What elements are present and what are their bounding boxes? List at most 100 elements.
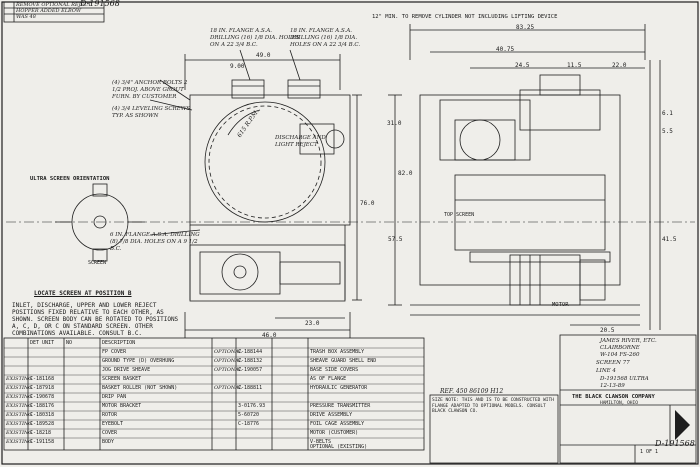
top-screen-label: TOP SCREEN bbox=[444, 212, 475, 218]
bom-row-desc: PRESSURE TRANSMITTER bbox=[310, 403, 371, 409]
discharge-note: DISCHARGE AND LIGHT REJECT bbox=[275, 135, 326, 148]
bom-row-qty: EXISTING bbox=[6, 394, 33, 400]
bom-row-item: C-189528 bbox=[30, 421, 55, 427]
dim-23: 23.0 bbox=[305, 320, 320, 327]
bom-row-qty: EXISTING bbox=[6, 439, 33, 445]
bom-row-qty: EXISTING bbox=[6, 376, 33, 382]
bom-row-item: C-18218 bbox=[30, 430, 52, 436]
bom-row-qty: EXISTING bbox=[6, 403, 33, 409]
dim-5-5: 5.5 bbox=[662, 128, 673, 135]
bom-row-desc: FP COVER bbox=[102, 349, 127, 355]
bom-row-desc: FOIL CAGE ASSEMBLY bbox=[310, 421, 365, 427]
position-note: LOCATE SCREEN AT POSITION B bbox=[34, 290, 132, 297]
company-name: THE BLACK CLAWSON COMPANY bbox=[572, 394, 655, 400]
bom-row-desc: DRIVE ASSEMBLY bbox=[310, 412, 353, 418]
title-line-2: CLAIRBORNE bbox=[600, 345, 640, 351]
min-remove-note: 12" MIN. TO REMOVE CYLINDER NOT INCLUDIN… bbox=[372, 14, 558, 20]
bom-header-no: NO bbox=[66, 340, 73, 346]
company-logo bbox=[675, 410, 690, 440]
bom-row-item: C-191158 bbox=[30, 439, 55, 445]
bom-row-item: C-190678 bbox=[30, 394, 55, 400]
bom-row-item: C-188811 bbox=[238, 385, 263, 391]
leveling-note: (4) 3/4 LEVELING SCREWS TYP. AS SHOWN bbox=[112, 106, 191, 119]
bom-row-desc: MOTOR (CUSTOMER) bbox=[310, 430, 359, 436]
bom-header-desc: DESCRIPTION bbox=[102, 340, 136, 346]
title-line-5: 12-13-89 bbox=[600, 383, 625, 389]
bom-row-qty: OPTIONAL bbox=[214, 367, 243, 373]
dim-11-5: 11.5 bbox=[567, 62, 582, 69]
dim-41-5: 41.5 bbox=[662, 236, 677, 243]
flange-18-note-a: 18 IN. FLANGE A.S.A. DRILLING (16) 1/8 D… bbox=[210, 28, 300, 48]
bom-row-desc: EYEBOLT bbox=[102, 421, 124, 427]
bom-row-qty: EXISTING bbox=[6, 430, 33, 436]
bom-header-unit: DET UNIT bbox=[30, 340, 55, 346]
dim-31: 31.0 bbox=[387, 120, 402, 127]
dim-24-5: 24.5 bbox=[515, 62, 530, 69]
bom-row-item: C-187918 bbox=[30, 385, 55, 391]
bom-row-item: C-188144 bbox=[238, 349, 263, 355]
bom-row-item: 3-0176.93 bbox=[238, 403, 266, 409]
revision-row-3: WAS 48 bbox=[16, 14, 36, 20]
bom-row-qty: EXISTING bbox=[6, 385, 33, 391]
bom-row-desc: TRASH BOX ASSEMBLY bbox=[310, 349, 365, 355]
title-line-3: W-104 FS-260 bbox=[600, 352, 640, 358]
bom-row-desc: SHEAVE GUARD SHELL END bbox=[310, 358, 377, 364]
bom-row-desc: MOTOR BRACKET bbox=[102, 403, 142, 409]
screen-label: SCREEN bbox=[88, 260, 107, 266]
dim-46: 46.0 bbox=[262, 332, 277, 339]
bom-row-qty: EXISTING bbox=[6, 421, 33, 427]
line-id: LINE 4 bbox=[596, 368, 616, 374]
bom-row-desc: AS OF FLANGE bbox=[310, 376, 347, 382]
bom-row-item: C-180318 bbox=[30, 412, 55, 418]
bom-row-item: C-190057 bbox=[238, 367, 263, 373]
bom-row-item: C-181168 bbox=[30, 376, 55, 382]
dim-76: 76.0 bbox=[360, 200, 375, 207]
bom-row-qty: OPTIONAL bbox=[214, 358, 243, 364]
dim-83-25: 83.25 bbox=[516, 24, 535, 31]
bom-row-desc: BASE SIDE COVERS bbox=[310, 367, 359, 373]
bom-row-desc: V-BELTS bbox=[310, 439, 332, 445]
bom-row-qty: OPTIONAL bbox=[214, 385, 243, 391]
flange-6-note: 6 IN. FLANGE A.S.A. DRILLING (8) 7/8 DIA… bbox=[110, 232, 200, 252]
bom-row-desc: ROTOR bbox=[102, 412, 118, 418]
bom-row-desc: GROUND TYPE (D) OVERHUNG bbox=[102, 358, 175, 364]
bom-row-desc: SCREEN BASKET bbox=[102, 376, 142, 382]
ref-note: REF. 450 86109 H12 bbox=[440, 388, 504, 395]
title-line-4: D-191568 ULTRA bbox=[600, 376, 649, 382]
sheet-number: 1 OF 1 bbox=[640, 449, 659, 455]
bom-row-qty: OPTIONAL bbox=[214, 349, 243, 355]
revision-row-1: REMOVE OPTIONAL REJECT bbox=[16, 2, 92, 8]
dim-20-5: 20.5 bbox=[600, 327, 615, 334]
bom-row-item: C-188132 bbox=[238, 358, 263, 364]
bom-row-item: C-18776 bbox=[238, 421, 260, 427]
spec-note: SIZE NOTE: THIS AND IS TO BE CONSTRUCTED… bbox=[432, 398, 554, 414]
drawing-number-top: D-191568 bbox=[80, 0, 120, 8]
bom-row-desc: COVER bbox=[102, 430, 118, 436]
bom-row-desc: DRIP PAN bbox=[102, 394, 127, 400]
inlet-note: INLET, DISCHARGE, UPPER AND LOWER REJECT… bbox=[12, 302, 179, 337]
flange-18-note-b: 18 IN. FLANGE A.S.A. DRILLING (16) 1/8 D… bbox=[290, 28, 361, 48]
bom-row-desc: HYDRAULIC GENERATOR bbox=[310, 385, 368, 391]
dim-82: 82.0 bbox=[398, 170, 413, 177]
orientation-title: ULTRA SCREEN ORIENTATION bbox=[30, 176, 110, 182]
dim-40-75: 40.75 bbox=[496, 46, 515, 53]
bom-row-desc: OPTIONAL (EXISTING) bbox=[310, 444, 368, 450]
bom-row-desc: BODY bbox=[102, 439, 115, 445]
revision-row-2: HOPPER ADDED ELBOW bbox=[16, 8, 82, 14]
screen-id: SCREEN 77 bbox=[596, 360, 630, 366]
dim-22: 22.0 bbox=[612, 62, 627, 69]
dim-9: 9.00 bbox=[230, 63, 245, 70]
bom-row-desc: JOG DRIVE SHEAVE bbox=[102, 367, 151, 373]
bom-row-qty: EXISTING bbox=[6, 412, 33, 418]
company-city: HAMILTON, OHIO bbox=[600, 401, 638, 406]
bom-row-item: 5-60720 bbox=[238, 412, 260, 418]
dim-6-1: 6.1 bbox=[662, 110, 673, 117]
bom-row-item: C-188176 bbox=[30, 403, 55, 409]
dim-57-5: 57.5 bbox=[388, 236, 403, 243]
anchor-bolts-note: (4) 3/4" ANCHOR BOLTS 2 1/2 PROJ. ABOVE … bbox=[112, 80, 188, 100]
bom-row-desc: BASKET ROLLER (NOT SHOWN) bbox=[102, 385, 178, 391]
title-line-1: JAMES RIVER, ETC. bbox=[600, 338, 657, 344]
dim-49: 49.0 bbox=[256, 52, 271, 59]
